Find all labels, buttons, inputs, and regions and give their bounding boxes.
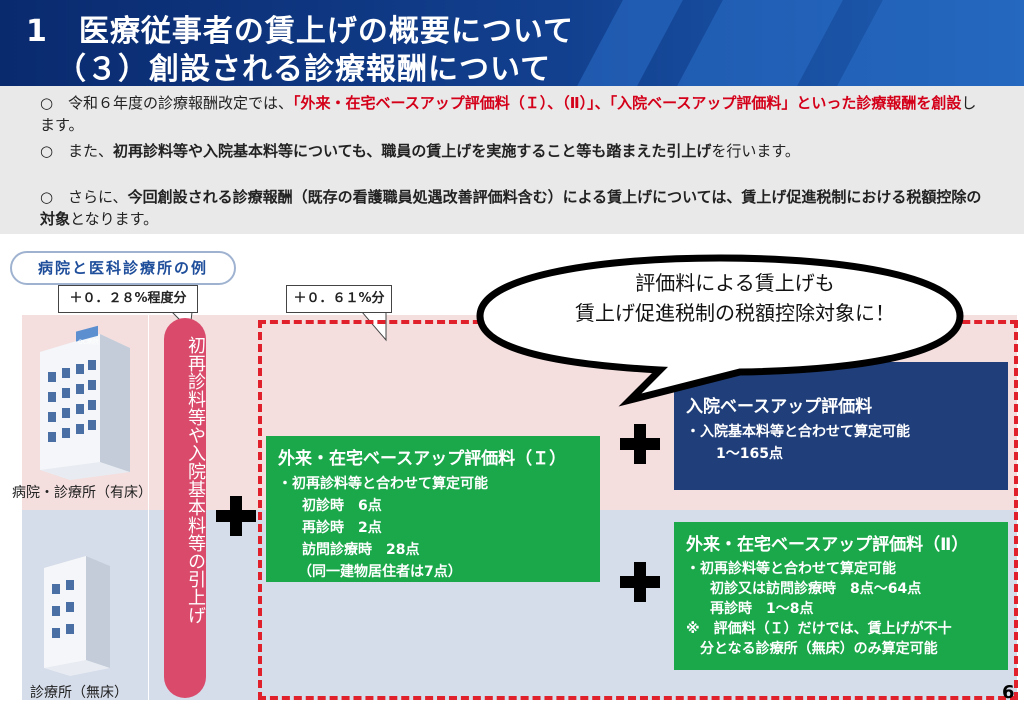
callout-pointer xyxy=(362,312,387,342)
plus-icon xyxy=(620,424,660,464)
plus-icon xyxy=(216,496,256,536)
bullet-marker: ○ xyxy=(40,188,54,206)
callout-right: ＋０．６１%分 xyxy=(286,285,392,313)
bullet-3: ○ さらに、今回創設される診療報酬（既存の看護職員処遇改善評価料含む）による賃上げ… xyxy=(40,186,990,230)
callout-left: ＋０．２８%程度分 xyxy=(58,285,198,313)
bullet-text: します。 xyxy=(40,94,977,134)
speech-bubble xyxy=(476,254,964,407)
box-line: ※ 評価料（Ｉ）だけでは、賃上げが不十 xyxy=(686,621,952,637)
example-tag: 病院と医科診療所の例 xyxy=(10,251,236,285)
clinic-building-icon xyxy=(44,556,110,676)
slide-title-line1: 1 医療従事者の賃上げの概要について xyxy=(26,14,574,49)
box-line: ・初再診料等と合わせて算定可能 xyxy=(278,476,488,492)
bullet-text: 令和６年度の診療報酬改定では、 xyxy=(68,94,294,112)
inpatient-fee-box: 入院ベースアップ評価料 ・入院基本料等と合わせて算定可能 1〜165点 xyxy=(674,362,1008,490)
header-stripe xyxy=(577,0,683,86)
box-line: 訪問診療時 28点 xyxy=(302,542,420,558)
page-number: 6 xyxy=(1002,682,1015,703)
box-line: 分となる診療所（無床）のみ算定可能 xyxy=(700,641,938,657)
header-stripe xyxy=(837,0,1024,86)
bubble-text: 評価料による賃上げも 賃上げ促進税制の税額控除対象に！ xyxy=(525,268,945,328)
bullet-text: となります。 xyxy=(70,210,159,228)
box-line: ・初再診料等と合わせて算定可能 xyxy=(686,561,896,577)
bullet-text-highlight: 「外来・在宅ベースアップ評価料（Ｉ）、（Ⅱ）」、「入院ベースアップ評価料」といっ… xyxy=(293,94,962,112)
building-sign: OC病院 xyxy=(78,338,99,346)
bubble-line: 評価料による賃上げも xyxy=(635,271,835,295)
bubble-line: 賃上げ促進税制の税額控除対象に！ xyxy=(575,301,895,325)
fee-increase-pill: 初再診料等や入院基本料等の引上げ xyxy=(164,318,206,698)
box-title: 外来・在宅ベースアップ評価料（Ⅱ） xyxy=(686,535,969,555)
box-line: 再診時 2点 xyxy=(302,520,382,536)
box-line: 初診時 6点 xyxy=(302,498,382,514)
pill-text: 初再診料等や入院基本料等の引上げ xyxy=(185,336,206,624)
box-line: （同一建物居住者は7点） xyxy=(298,564,462,580)
bullet-text-bold: 初再診料等や入院基本料等についても、職員の賃上げを実施すること等も踏まえた引上げ xyxy=(113,142,712,160)
box-line: 1〜165点 xyxy=(716,446,783,462)
box-line: 初診又は訪問診療時 8点〜64点 xyxy=(710,581,922,597)
outpatient-fee-1-box: 外来・在宅ベースアップ評価料（Ｉ） ・初再診料等と合わせて算定可能 初診時 6点… xyxy=(266,436,600,582)
summary-bullets: ○ 令和６年度の診療報酬改定では、「外来・在宅ベースアップ評価料（Ｉ）、（Ⅱ）」、… xyxy=(0,86,1024,234)
bullet-text: さらに、 xyxy=(68,188,128,206)
box-line: ・入院基本料等と合わせて算定可能 xyxy=(686,424,910,440)
box-line: 再診時 1〜8点 xyxy=(710,601,814,617)
outpatient-fee-2-box: 外来・在宅ベースアップ評価料（Ⅱ） ・初再診料等と合わせて算定可能 初診又は訪問… xyxy=(674,522,1008,670)
bullet-text-bold: 今回創設される診療報酬（既存の看護職員処遇改善評価料含む）による賃上げについては… xyxy=(40,188,982,228)
hospital-label: 病院・診療所（有床） xyxy=(12,485,152,501)
bullet-2: ○ また、初再診料等や入院基本料等についても、職員の賃上げを実施すること等も踏まえ… xyxy=(40,140,990,162)
bullet-marker: ○ xyxy=(40,94,54,112)
bullet-text: また、 xyxy=(68,142,114,160)
box-title: 外来・在宅ベースアップ評価料（Ｉ） xyxy=(278,449,567,469)
box-title: 入院ベースアップ評価料 xyxy=(686,397,873,417)
plus-icon xyxy=(620,562,660,602)
slide-header xyxy=(0,0,1024,86)
bullet-1: ○ 令和６年度の診療報酬改定では、「外来・在宅ベースアップ評価料（Ｉ）、（Ⅱ）」、… xyxy=(40,92,990,136)
bullet-marker: ○ xyxy=(40,142,54,160)
header-stripe xyxy=(677,0,843,86)
divider xyxy=(148,315,149,700)
slide-title-line2: （３）創設される診療報酬について xyxy=(56,52,552,87)
bullet-text: を行います。 xyxy=(711,142,800,160)
hospital-building-icon: OC病院 xyxy=(40,325,130,480)
clinic-label: 診療所（無床） xyxy=(30,685,128,701)
